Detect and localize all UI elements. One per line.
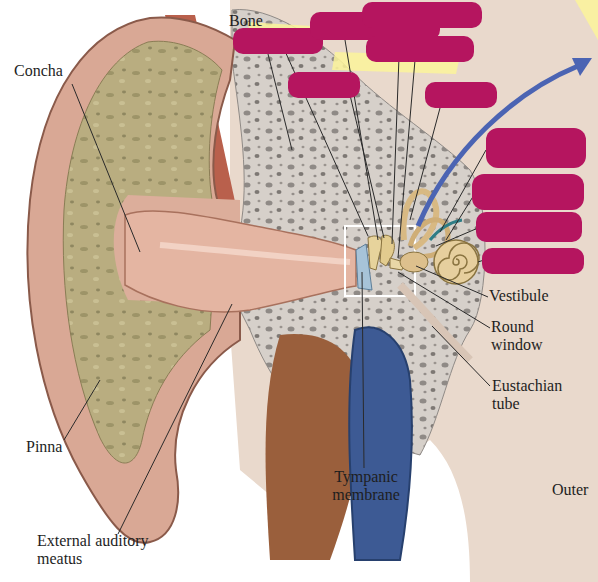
- canal-wall: [125, 211, 356, 312]
- redaction-mark: [288, 72, 360, 98]
- blood-vessel: [349, 327, 412, 560]
- part-label: Pinna: [26, 438, 96, 456]
- part-label: Tympanic membrane: [320, 468, 412, 505]
- part-label: Eustachian tube: [492, 377, 574, 414]
- leader-line: [345, 40, 378, 240]
- part-label: External auditory meatus: [37, 532, 172, 569]
- leader-line: [72, 84, 140, 252]
- part-label: Outer: [552, 481, 598, 499]
- canal-highlight: [160, 245, 350, 262]
- ear-canal: [125, 211, 356, 312]
- leader-lines: [64, 30, 490, 534]
- redaction-mark: [482, 248, 584, 274]
- part-label: Bone: [229, 12, 289, 30]
- leader-line: [446, 195, 474, 240]
- cochlea: [434, 240, 478, 284]
- redaction-mark: [476, 212, 582, 242]
- part-label: Concha: [14, 62, 94, 80]
- highlight: [575, 0, 598, 40]
- leader-line: [362, 272, 364, 468]
- redaction-mark: [233, 28, 323, 54]
- leader-line: [350, 95, 384, 238]
- leader-line: [280, 40, 368, 236]
- redaction-mark: [472, 174, 584, 210]
- leader-line: [392, 30, 400, 244]
- eustachian-tube-shape: [400, 285, 470, 360]
- part-label: Round window: [491, 318, 555, 355]
- cochlea-spiral: [438, 243, 479, 280]
- redaction-mark: [366, 36, 474, 62]
- leader-line: [416, 266, 488, 297]
- sound-arrow: [418, 58, 592, 226]
- leader-line: [64, 380, 100, 440]
- redaction-mark: [486, 128, 586, 168]
- redaction-marks: [233, 2, 586, 274]
- arrow-head: [572, 58, 592, 76]
- leader-line: [398, 60, 415, 258]
- part-label: Vestibule: [489, 287, 594, 305]
- leader-line: [410, 108, 440, 220]
- redaction-mark: [362, 2, 482, 28]
- leader-line: [432, 326, 490, 386]
- leader-line: [436, 228, 478, 246]
- leader-line: [118, 304, 232, 534]
- malleus: [368, 236, 382, 270]
- leader-line: [398, 272, 490, 328]
- redaction-mark: [425, 82, 497, 108]
